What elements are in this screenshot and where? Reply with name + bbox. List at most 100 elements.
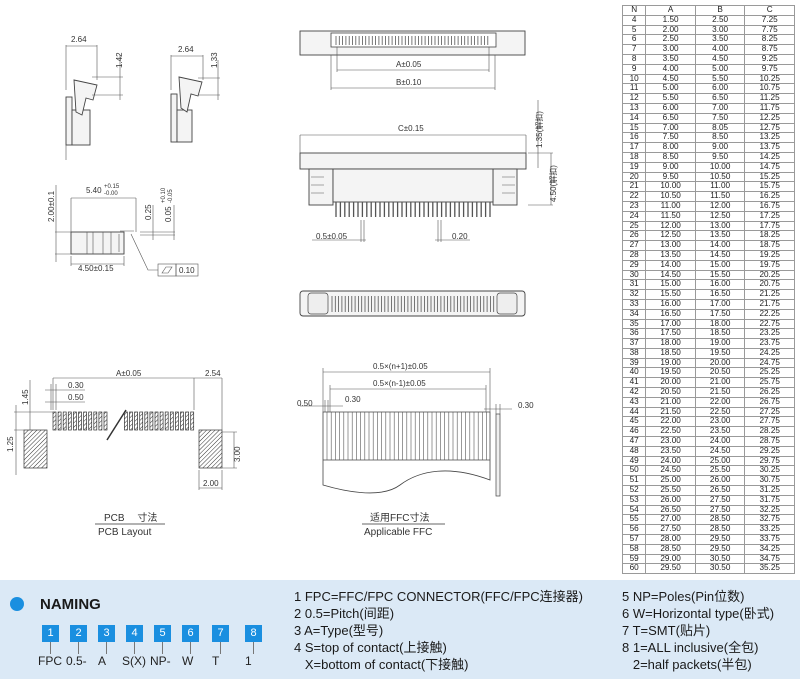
table-cell: 29.50 <box>694 534 746 545</box>
legend-item: 1 FPC=FFC/FPC CONNECTOR(FFC/FPC连接器) <box>294 589 584 604</box>
naming-code: W <box>182 654 194 668</box>
profile-length-tol-plus: +0.15 <box>104 184 120 190</box>
pcb-125-label: 1.25 <box>6 436 15 452</box>
legend-item: X=bottom of contact(下接触) <box>294 657 469 672</box>
naming-box-7: 7 <box>212 625 229 642</box>
table-cell: 16.50 <box>645 308 696 320</box>
pcb-pad <box>62 411 67 431</box>
dim-h2-label: 4.50(解扣) <box>548 165 558 202</box>
profile-height-label: 2.00±0.1 <box>47 190 56 222</box>
table-cell: 16.00 <box>645 298 696 310</box>
table-cell: 7.00 <box>694 102 746 114</box>
pcb-pad <box>149 411 154 431</box>
table-cell: 22 <box>621 191 647 202</box>
pcb-pad <box>185 411 189 431</box>
table-cell: 42 <box>621 387 647 398</box>
table-cell: 9.00 <box>694 142 746 153</box>
profile-t2-label: 0.05 <box>164 206 173 222</box>
table-cell: 47 <box>621 436 647 447</box>
table-cell: 28 <box>621 249 647 261</box>
profile-view: 5.40 +0.15 -0.00 2.00±0.1 0.25 0.05 +0.1… <box>47 184 199 277</box>
legend-item: 2=half packets(半包) <box>622 657 752 672</box>
naming-code: 0.5- <box>66 654 87 668</box>
legend-left: 1 FPC=FFC/FPC CONNECTOR(FFC/FPC连接器) 2 0.… <box>294 588 583 673</box>
legend-item: 8 1=ALL inclusive(全包) <box>622 640 759 655</box>
bullet-icon <box>10 597 24 611</box>
table-cell: 5.50 <box>645 93 696 104</box>
table-cell: 19 <box>621 161 647 173</box>
ffc-w1-label: 0.5×(n+1)±0.05 <box>373 362 428 371</box>
pcb-caption-cn: PCB 寸法 <box>104 511 157 524</box>
pcb-pad <box>154 411 159 431</box>
table-cell: 60 <box>621 563 647 575</box>
table-cell: 58 <box>621 543 647 555</box>
table-cell: 10.50 <box>645 191 696 202</box>
table-cell: 34 <box>621 308 647 320</box>
pcb-caption-en: PCB Layout <box>98 527 152 538</box>
column-header: B <box>694 5 746 16</box>
naming-box-3: 3 <box>98 625 115 642</box>
naming-code: T <box>212 654 220 668</box>
table-cell: 22.00 <box>694 396 746 408</box>
side1-width-label: 2.64 <box>71 35 87 44</box>
table-cell: 23.75 <box>744 338 795 349</box>
table-cell: 30.50 <box>694 563 746 575</box>
pcb-layout: A±0.05 2.54 0.30 0.50 1.45 1.25 3.00 2.0… <box>6 369 242 538</box>
legend-item: 3 A=Type(型号) <box>294 623 384 638</box>
table-cell: 29 <box>621 259 647 271</box>
table-cell: 31.75 <box>744 494 795 506</box>
pcb-pad <box>78 411 82 431</box>
pcb-pad <box>134 411 138 431</box>
table-cell: 10.00 <box>694 161 746 173</box>
table-cell: 14.00 <box>694 240 746 251</box>
table-cell: 25.50 <box>645 485 696 496</box>
column-header: A <box>645 5 696 16</box>
table-cell: 43 <box>621 396 647 408</box>
pcb-a-label: A±0.05 <box>116 369 142 378</box>
profile-t1-label: 0.25 <box>144 204 153 220</box>
pcb-pad <box>190 411 195 431</box>
table-cell: 8.50 <box>645 151 696 163</box>
table-cell: 3.50 <box>645 53 696 65</box>
naming-box-8: 8 <box>245 625 262 642</box>
table-cell: 24.00 <box>694 436 746 447</box>
table-cell: 53 <box>621 494 647 506</box>
pcb-pad <box>73 411 77 431</box>
table-cell: 24.25 <box>744 347 795 359</box>
table-cell: 7.50 <box>694 112 746 124</box>
table-cell: 31.25 <box>744 485 795 496</box>
pcb-side-label: 2.54 <box>205 369 221 378</box>
table-cell: 22.25 <box>744 308 795 320</box>
pcb-pad <box>52 411 57 431</box>
table-cell: 38 <box>621 347 647 359</box>
bottom-view <box>299 290 526 317</box>
table-cell: 16.50 <box>694 289 746 300</box>
table-cell: 13.75 <box>744 142 795 153</box>
table-cell: 19.75 <box>744 259 795 271</box>
table-cell: 9 <box>621 63 647 75</box>
table-cell: 21.75 <box>744 298 795 310</box>
applicable-ffc: 0.5×(n+1)±0.05 0.5×(n-1)±0.05 0.50 0.30 … <box>297 362 534 538</box>
table-cell: 8.00 <box>645 142 696 153</box>
pitch-label: 0.5±0.05 <box>316 232 348 241</box>
technical-drawing: 2.64 1.42 2.64 1.33 5.40 +0.15 -0.00 2.0… <box>6 30 558 538</box>
naming-code: A <box>98 654 107 668</box>
dim-c-label: C±0.15 <box>398 124 424 133</box>
table-cell: 21.25 <box>744 289 795 300</box>
legend-item: 6 W=Horizontal type(卧式) <box>622 606 775 621</box>
profile-length-tol-minus: -0.00 <box>104 191 118 197</box>
table-cell: 6.00 <box>645 102 696 114</box>
table-cell: 14.50 <box>694 249 746 261</box>
